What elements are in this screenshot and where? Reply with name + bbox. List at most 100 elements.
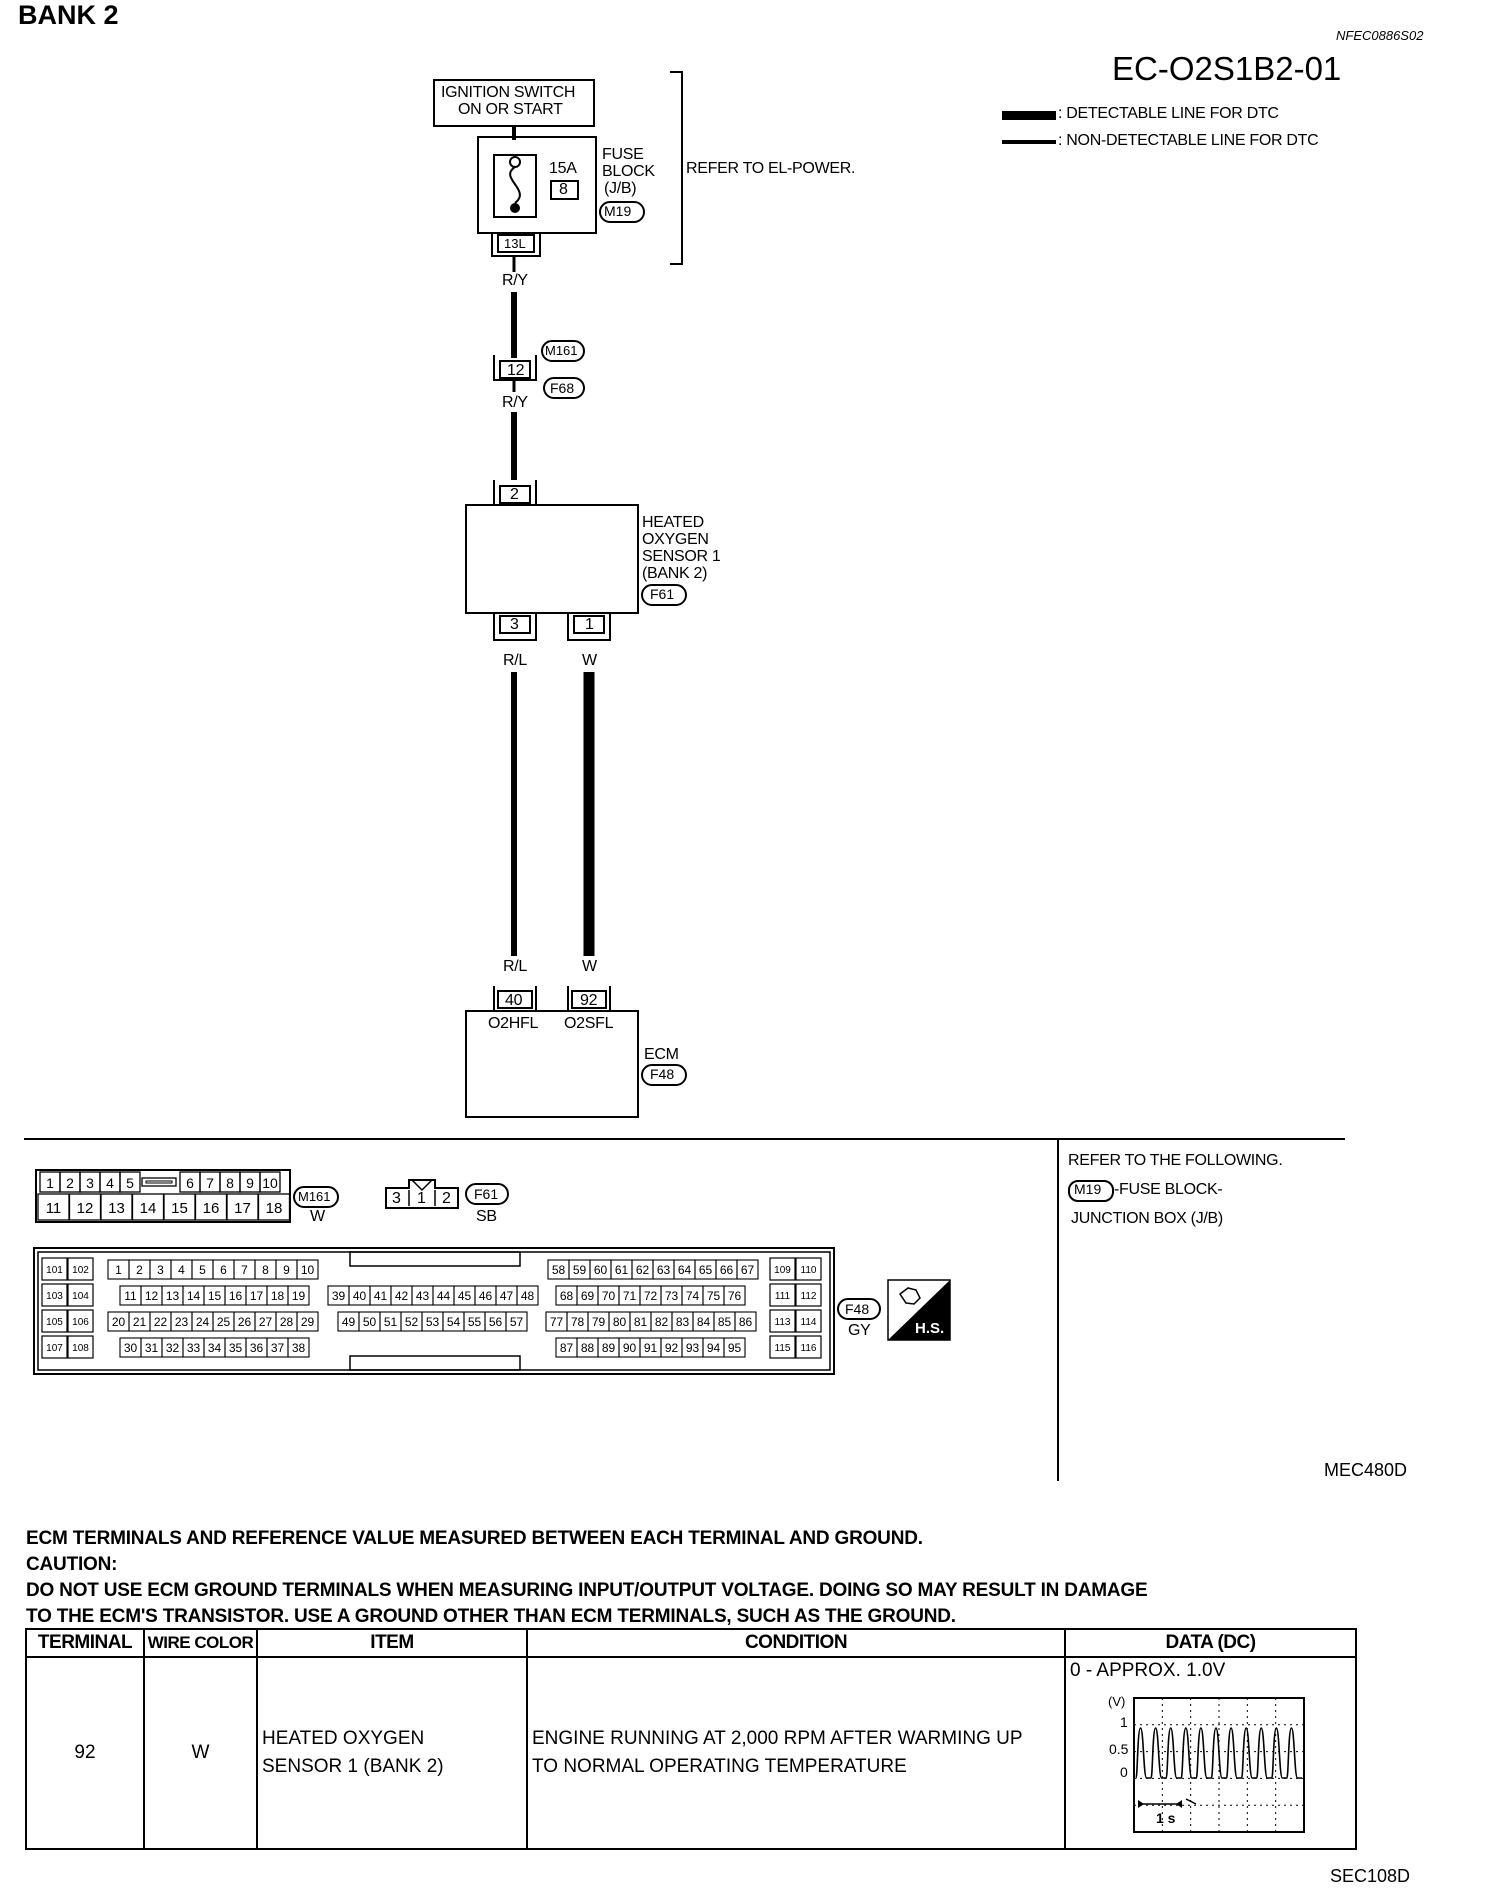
ecm-pin-3: 3 [157,1263,164,1277]
ecm-pin-61: 61 [615,1263,629,1277]
ecm-pin-13: 13 [166,1289,180,1303]
wire-w-label-1: W [582,652,597,669]
th-condition: CONDITION [526,1628,1066,1658]
ecm-pin-76: 76 [728,1289,742,1303]
ecm-pin-73: 73 [665,1289,679,1303]
sensor-label-1: HEATED [642,514,704,531]
f61-color: SB [476,1208,497,1225]
fuse-top-terminal [509,156,521,168]
ecm-pin-29: 29 [301,1315,315,1329]
ecm-pin-47: 47 [500,1289,514,1303]
ecm-pin-95: 95 [728,1341,742,1355]
legend-thick-line [1002,111,1056,120]
scope-unit: (V) [1108,1694,1126,1709]
f61-connector-face [385,1179,459,1209]
ecm-pin-65: 65 [699,1263,713,1277]
m161-pin-17: 17 [234,1200,251,1217]
refer-line-2: -FUSE BLOCK- [1114,1181,1223,1198]
ecm-pin-38: 38 [292,1341,306,1355]
m161-pin-11: 11 [46,1200,62,1217]
ecm-pin-104: 104 [72,1291,89,1302]
ecm-pin-o2sfl: O2SFL [564,1015,614,1032]
fuse-label-3: (J/B) [604,180,637,197]
note-line-1: ECM TERMINALS AND REFERENCE VALUE MEASUR… [26,1528,923,1549]
ecm-pin-12: 12 [145,1289,159,1303]
wire-ry-label-1: R/Y [502,272,528,289]
ecm-pin-28: 28 [280,1315,294,1329]
ecm-pin-90: 90 [623,1341,637,1355]
ecm-pin-53: 53 [426,1315,440,1329]
note-line-3: DO NOT USE ECM GROUND TERMINALS WHEN MEA… [26,1580,1148,1601]
ecm-pin-84: 84 [697,1315,711,1329]
ecm-pin-15: 15 [208,1289,222,1303]
terminal-40: 40 [505,992,523,1009]
conn-m161-label: M161 [545,343,578,358]
ecm-pin-45: 45 [458,1289,472,1303]
m161-face-oval [293,1186,339,1208]
cell-wire-color: W [143,1656,258,1850]
wire-ry-label-2: R/Y [502,394,528,411]
ecm-pin-82: 82 [655,1315,669,1329]
ecm-pin-17: 17 [250,1289,264,1303]
condition-line-2: TO NORMAL OPERATING TEMPERATURE [532,1756,907,1777]
cell-terminal: 92 [25,1656,145,1850]
ecm-pin-75: 75 [707,1289,721,1303]
f61-pin-a: 3 [392,1190,401,1207]
ecm-pin-11: 11 [124,1289,137,1303]
cell-item: HEATED OXYGEN SENSOR 1 (BANK 2) [256,1656,528,1850]
terminal-13l: 13L [504,236,526,251]
terminal-13l-box [497,234,535,253]
m161-pin-2: 2 [66,1175,74,1191]
fuse-bottom-terminal [510,203,520,213]
ecm-pin-115: 115 [775,1343,791,1354]
ecm-pin-8: 8 [262,1263,269,1277]
ecm-pin-77: 77 [550,1315,564,1329]
th-terminal: TERMINAL [25,1628,145,1658]
figure-id-lower: SEC108D [1330,1866,1411,1886]
fuse-number-box [550,180,579,200]
ecm-pin-46: 46 [479,1289,493,1303]
fuse-element-box [493,154,537,218]
m161-pin-9: 9 [246,1175,254,1191]
data-value: 0 - APPROX. 1.0V [1070,1660,1226,1681]
sensor-label-4: (BANK 2) [642,565,708,582]
note-line-2: CAUTION: [26,1554,118,1575]
sensor-label-2: OXYGEN [642,531,709,548]
ecm-pin-42: 42 [395,1289,409,1303]
m161-pin-7: 7 [206,1175,214,1191]
ecm-pin-87: 87 [560,1341,574,1355]
ecm-pin-37: 37 [271,1341,285,1355]
ecm-pin-101: 101 [46,1265,63,1276]
hs-badge [887,1279,951,1341]
ecm-pin-9: 9 [283,1263,290,1277]
th-item: ITEM [256,1628,528,1658]
fuse-icon [509,166,521,204]
fuse-label-2: BLOCK [602,163,655,180]
ecm-pin-85: 85 [718,1315,732,1329]
ecm-pin-7: 7 [241,1263,248,1277]
ecm-pin-31: 31 [145,1341,159,1355]
terminal-92-box [571,990,607,1009]
ecm-pin-56: 56 [489,1315,503,1329]
ecm-pin-10: 10 [301,1263,315,1277]
m161-pin-5: 5 [126,1175,134,1191]
ecm-pin-81: 81 [634,1315,648,1329]
hs-label: H.S. [915,1320,945,1337]
ecm-pin-102: 102 [72,1265,89,1276]
fuse-label-1: FUSE [602,146,644,163]
ecm-pin-116: 116 [801,1343,817,1354]
ecm-pin-19: 19 [292,1289,306,1303]
ecm-pin-70: 70 [602,1289,616,1303]
ecm-pin-78: 78 [571,1315,585,1329]
ecm-pin-88: 88 [581,1341,595,1355]
ecm-pin-54: 54 [447,1315,461,1329]
ecm-pin-14: 14 [187,1289,201,1303]
figure-id-upper: MEC480D [1324,1460,1408,1480]
ecm-pin-22: 22 [154,1315,168,1329]
conn-m161-oval [541,340,585,362]
ecm-pin-114: 114 [801,1317,817,1328]
f61-pin-c: 2 [442,1190,451,1207]
sensor-conn-label: F61 [650,586,675,602]
m161-pin-13: 13 [108,1200,125,1217]
ecm-pin-92: 92 [665,1341,679,1355]
